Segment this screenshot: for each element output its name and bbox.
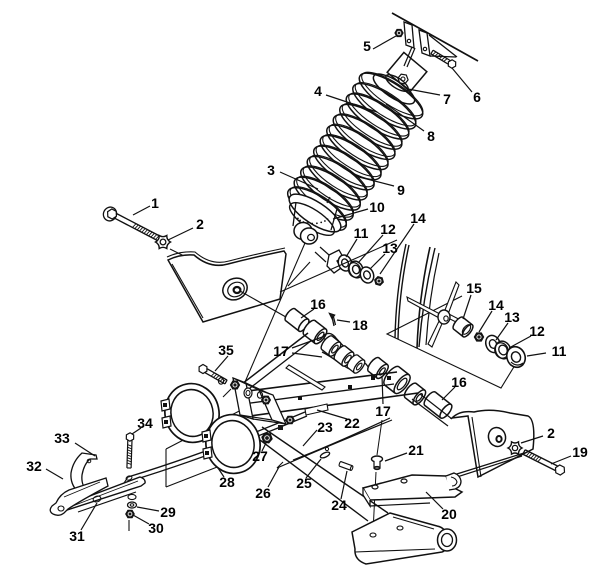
svg-text:12: 12 (529, 323, 545, 339)
svg-text:14: 14 (488, 297, 504, 313)
svg-text:14: 14 (410, 210, 426, 226)
svg-text:4: 4 (314, 83, 322, 99)
svg-text:22: 22 (344, 415, 360, 431)
svg-text:25: 25 (296, 475, 312, 491)
svg-text:10: 10 (369, 199, 385, 215)
svg-text:31: 31 (69, 528, 85, 544)
svg-text:32: 32 (26, 458, 42, 474)
svg-text:8: 8 (427, 128, 435, 144)
svg-text:28: 28 (219, 474, 235, 490)
svg-text:11: 11 (552, 343, 567, 359)
svg-text:23: 23 (317, 419, 333, 435)
svg-text:15: 15 (466, 280, 482, 296)
svg-text:26: 26 (255, 485, 271, 501)
svg-text:29: 29 (160, 504, 176, 520)
svg-text:13: 13 (382, 240, 398, 256)
svg-text:3: 3 (267, 162, 275, 178)
svg-text:7: 7 (443, 91, 451, 107)
svg-text:11: 11 (354, 225, 369, 241)
svg-text:33: 33 (54, 430, 70, 446)
svg-text:19: 19 (572, 444, 588, 460)
svg-text:24: 24 (331, 497, 347, 513)
svg-text:1: 1 (151, 195, 159, 211)
svg-text:17: 17 (273, 343, 289, 359)
svg-text:21: 21 (408, 442, 424, 458)
svg-text:27: 27 (252, 448, 268, 464)
svg-text:34: 34 (137, 415, 153, 431)
svg-text:18: 18 (352, 317, 368, 333)
svg-text:20: 20 (441, 506, 457, 522)
svg-text:2: 2 (547, 425, 555, 441)
svg-text:6: 6 (473, 89, 481, 105)
svg-text:30: 30 (148, 520, 164, 536)
svg-text:9: 9 (397, 182, 405, 198)
svg-text:35: 35 (218, 342, 234, 358)
svg-text:12: 12 (380, 221, 396, 237)
svg-text:2: 2 (196, 216, 204, 232)
svg-text:16: 16 (451, 374, 467, 390)
svg-text:13: 13 (504, 309, 520, 325)
svg-text:17: 17 (375, 403, 391, 419)
svg-text:16: 16 (310, 296, 326, 312)
svg-text:5: 5 (363, 38, 371, 54)
